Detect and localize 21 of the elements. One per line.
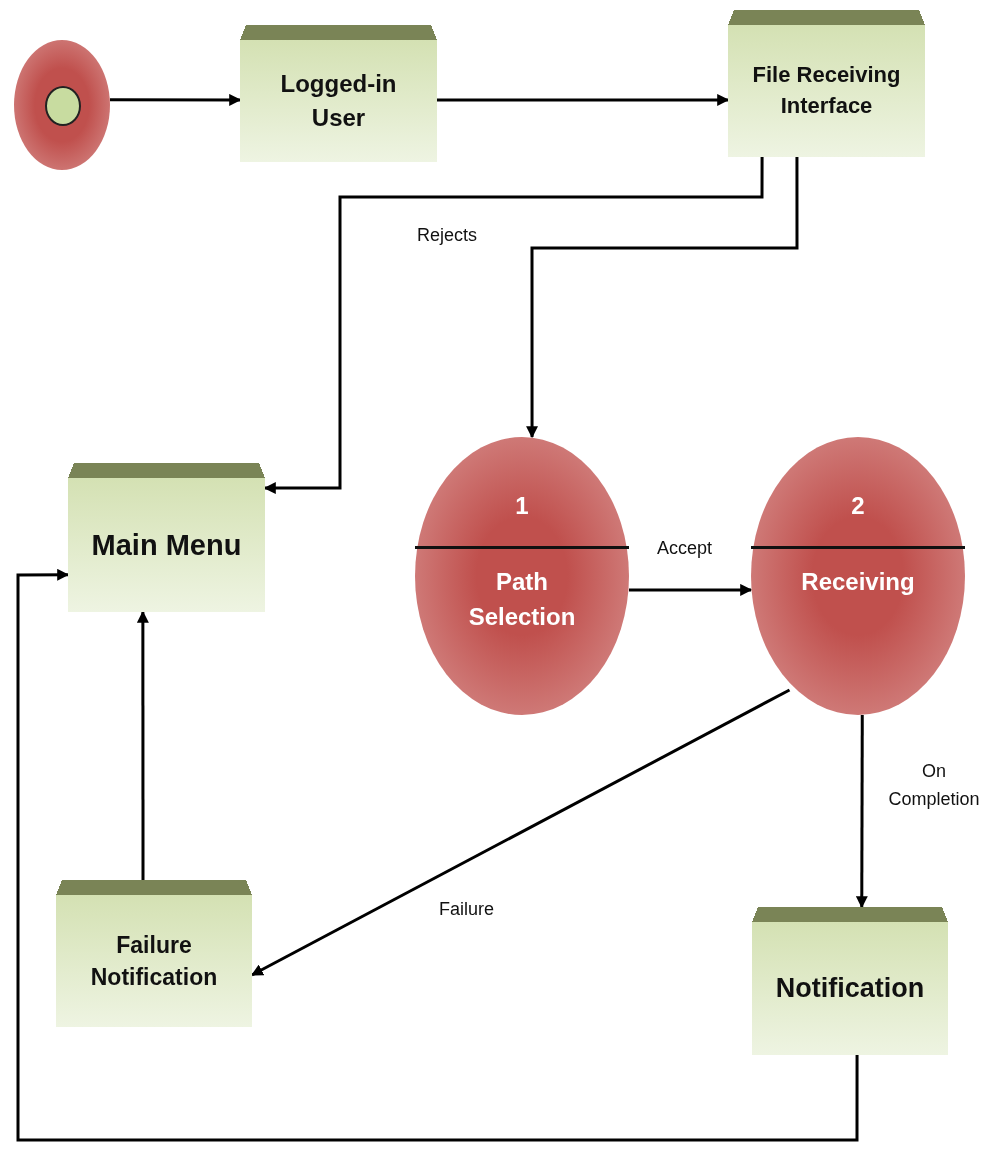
box-label: Notification bbox=[774, 971, 926, 1005]
process-label: Receiving bbox=[800, 567, 916, 597]
box-label: Logged-in User bbox=[279, 69, 398, 133]
box-label: Main Menu bbox=[90, 527, 243, 563]
process-label: Path Selection bbox=[467, 567, 577, 632]
process-number: 2 bbox=[850, 491, 866, 521]
arrow bbox=[526, 157, 799, 439]
arrow bbox=[437, 93, 730, 106]
process-box bbox=[728, 10, 925, 157]
process-box bbox=[68, 463, 265, 612]
process-number: 1 bbox=[514, 491, 530, 521]
arrow bbox=[16, 568, 859, 1142]
arrow bbox=[855, 715, 868, 909]
box-label: File Receiving Interface bbox=[751, 61, 902, 120]
process-box bbox=[240, 25, 437, 162]
arrow bbox=[136, 610, 149, 880]
process-box bbox=[752, 907, 948, 1055]
arrow bbox=[629, 583, 753, 596]
arrow bbox=[110, 93, 242, 106]
box-label: Failure Notification bbox=[89, 930, 219, 992]
process-box bbox=[56, 880, 252, 1027]
